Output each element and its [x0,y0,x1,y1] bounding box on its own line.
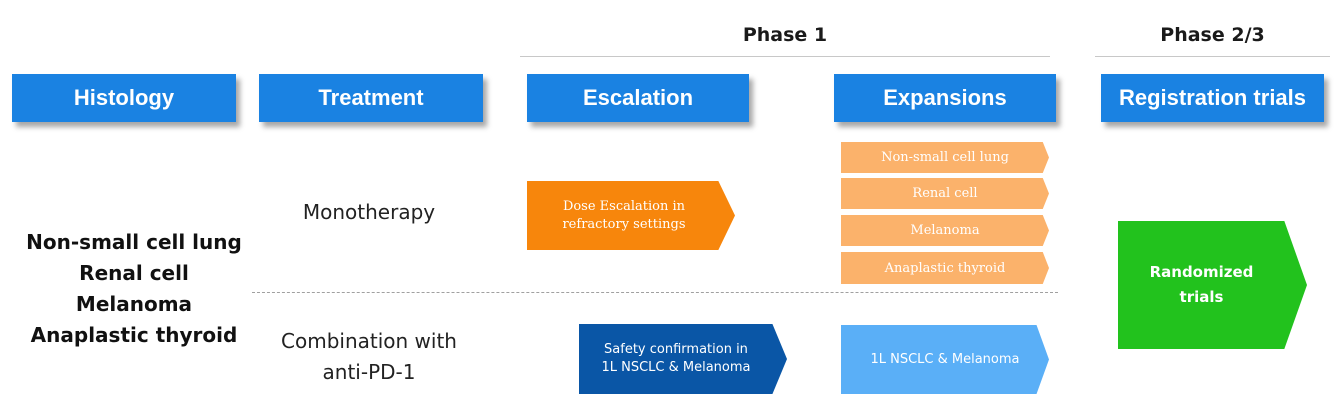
combination-line-1: Combination with [281,329,457,353]
expansion-arrow-melanoma: Melanoma [841,215,1049,246]
histology-list: Non-small cell lung Renal cell Melanoma … [10,227,258,351]
expansions-header: Expansions [834,74,1056,122]
phase-2-3-label: Phase 2/3 [1160,24,1265,46]
combination-label: Combination with anti-PD-1 [259,326,479,388]
histology-item: Melanoma [75,292,193,316]
histology-item: Anaplastic thyroid [30,323,238,347]
histology-header: Histology [12,74,236,122]
combo-expansion-arrow: 1L NSCLC & Melanoma [841,325,1049,394]
registration-header: Registration trials [1101,74,1324,122]
safety-confirmation-arrow: Safety confirmation in 1L NSCLC & Melano… [579,324,787,394]
phase-2-3-line [1095,56,1330,57]
safety-line-2: 1L NSCLC & Melanoma [601,360,751,375]
safety-line-1: Safety confirmation in [604,342,748,357]
phase-1-label: Phase 1 [742,24,828,46]
expansion-arrow-renal: Renal cell [841,178,1049,209]
dose-escalation-line-2: refractory settings [562,216,686,232]
phase-1-line [520,56,1050,57]
histology-item: Non-small cell lung [26,230,242,254]
dose-escalation-line-1: Dose Escalation in [562,198,686,214]
randomized-line-2: trials [1179,288,1224,306]
randomized-line-1: Randomized [1149,263,1254,281]
row-divider [252,292,1058,293]
treatment-header: Treatment [259,74,483,122]
randomized-trials-arrow: Randomized trials [1118,221,1307,349]
expansion-arrow-nsclc: Non-small cell lung [841,142,1049,173]
histology-item: Renal cell [79,261,189,285]
monotherapy-label: Monotherapy [302,200,436,224]
dose-escalation-arrow: Dose Escalation in refractory settings [527,181,735,250]
expansion-arrow-thyroid: Anaplastic thyroid [841,252,1049,284]
combination-line-2: anti-PD-1 [322,360,416,384]
escalation-header: Escalation [527,74,749,122]
